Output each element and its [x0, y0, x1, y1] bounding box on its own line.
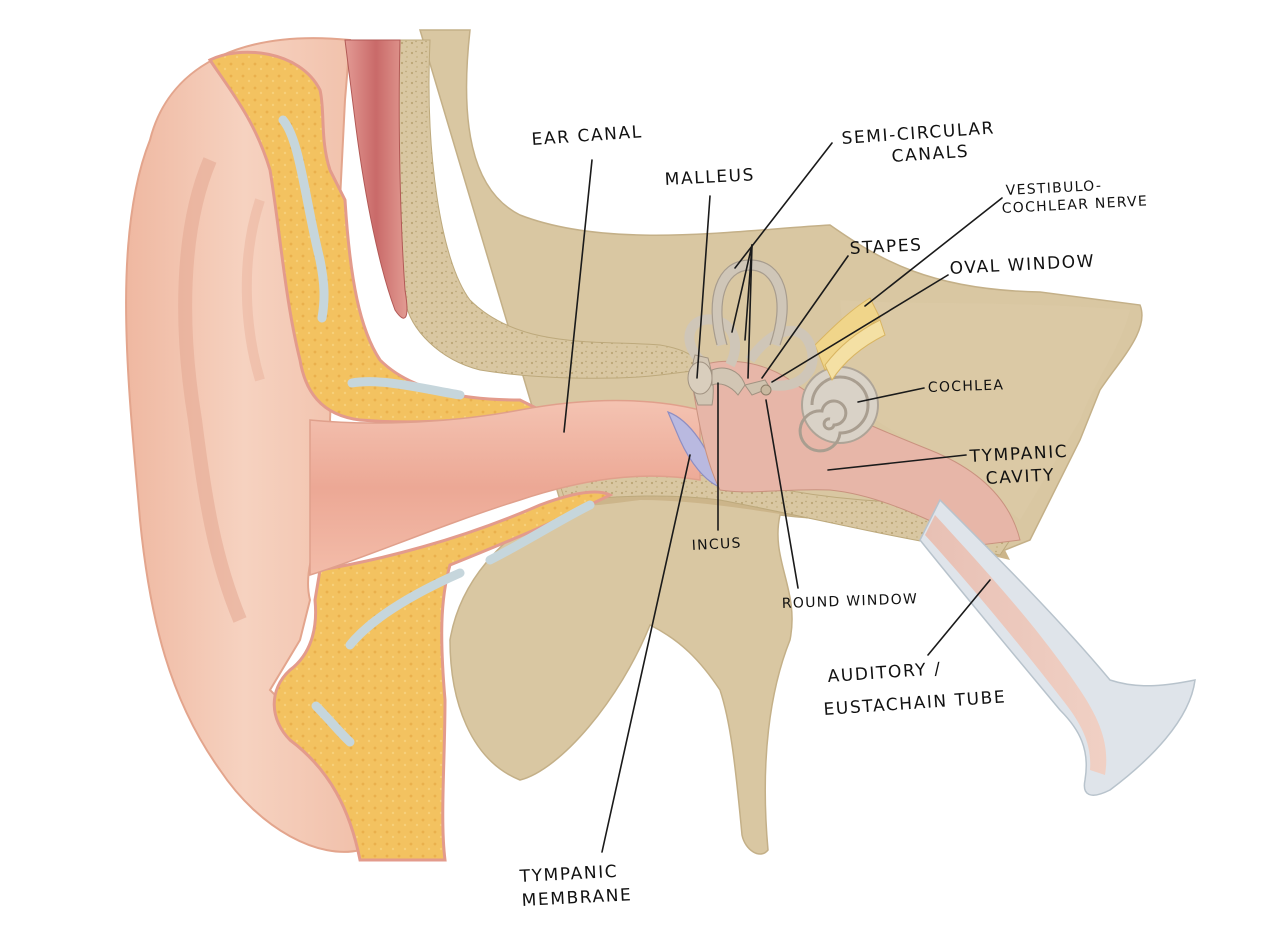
- leader-auditory-tube: [928, 580, 990, 655]
- label-round-window: ROUND WINDOW: [782, 591, 919, 612]
- label-oval-window: OVAL WINDOW: [949, 251, 1095, 279]
- label-semicircular-2: CANALS: [891, 142, 970, 167]
- label-stapes: STAPES: [849, 235, 923, 259]
- label-cochlea: COCHLEA: [928, 377, 1005, 396]
- label-auditory-tube-1: AUDITORY /: [827, 659, 942, 687]
- label-ear-canal: EAR CANAL: [531, 122, 643, 150]
- label-tympanic-membrane-2: MEMBRANE: [521, 885, 633, 911]
- label-tympanic-cavity-2: CAVITY: [985, 465, 1055, 489]
- label-incus: INCUS: [691, 535, 742, 554]
- label-tympanic-membrane-1: TYMPANIC: [518, 862, 619, 887]
- label-auditory-tube-2: EUSTACHAIN TUBE: [823, 687, 1007, 720]
- label-malleus: MALLEUS: [664, 165, 755, 190]
